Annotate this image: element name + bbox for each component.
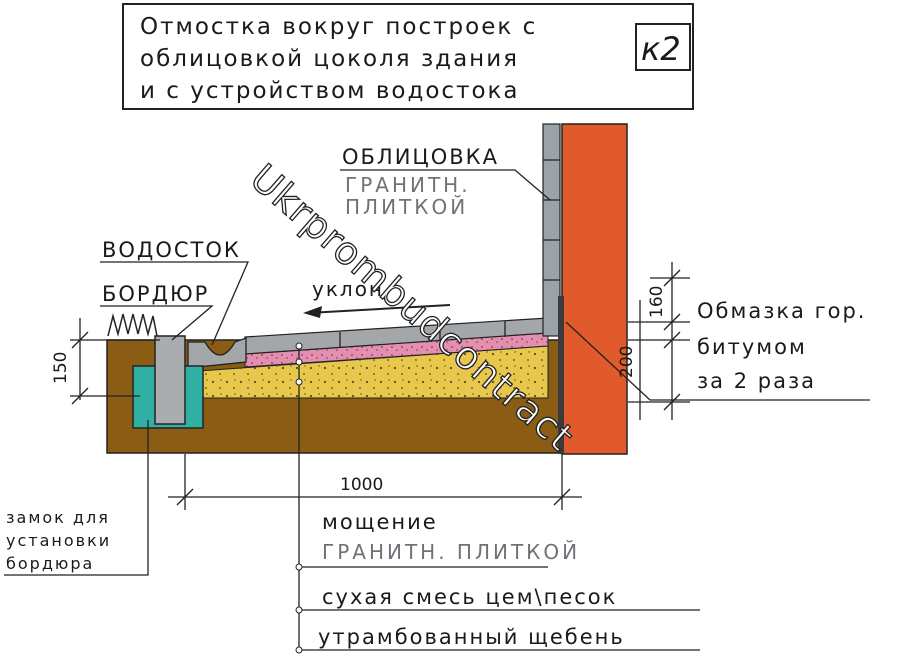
label-lock-1: замок для	[6, 508, 110, 527]
label-slope: уклон	[312, 277, 384, 301]
bitumen-coating	[558, 296, 564, 454]
label-curb: БОРДЮР	[102, 282, 209, 306]
label-paving: мощение	[322, 510, 438, 534]
dim-curb-height: 150	[51, 352, 71, 384]
label-dry-mix: сухая смесь цем\песок	[322, 585, 617, 609]
leader-lines	[4, 169, 870, 654]
curb	[154, 335, 186, 425]
title-line-2: облицовкой цоколя здания	[140, 46, 519, 72]
title-line-3: и с устройством водостока	[140, 78, 520, 104]
slope-arrow-icon	[303, 306, 322, 318]
grass-icon	[107, 313, 158, 337]
label-paving-granite: ГРАНИТН. ПЛИТКОЙ	[322, 540, 580, 564]
labels: ОБЛИЦОВКА ГРАНИТН. ПЛИТКОЙ ВОДОСТОК БОРД…	[6, 145, 866, 649]
drain-gutter	[187, 337, 247, 369]
cross-section	[106, 123, 628, 455]
title-block: Отмостка вокруг построек с облицовкой цо…	[122, 3, 694, 110]
title-code: к2	[641, 30, 681, 68]
label-coating-1: Обмазка гор.	[697, 299, 866, 323]
label-facing-granite: ГРАНИТН.	[345, 173, 471, 197]
dim-upper: 160	[647, 286, 667, 318]
label-coating-2: битумом	[697, 335, 807, 359]
label-coating-3: за 2 раза	[697, 369, 816, 393]
label-facing: ОБЛИЦОВКА	[342, 145, 499, 169]
title-line-1: Отмостка вокруг построек с	[140, 14, 537, 40]
dimensions: 150 1000 160 200	[51, 262, 690, 510]
label-lock-2: установки	[6, 531, 111, 550]
title-code-box	[635, 23, 691, 71]
label-drain: ВОДОСТОК	[102, 238, 241, 262]
label-gravel: утрамбованный щебень	[318, 625, 625, 649]
dim-lower: 200	[617, 346, 637, 378]
dim-width: 1000	[340, 475, 383, 495]
label-facing-tile: ПЛИТКОЙ	[345, 195, 468, 219]
label-lock-3: бордюра	[6, 554, 94, 573]
facing-tiles	[542, 123, 561, 337]
building-wall	[561, 123, 628, 455]
